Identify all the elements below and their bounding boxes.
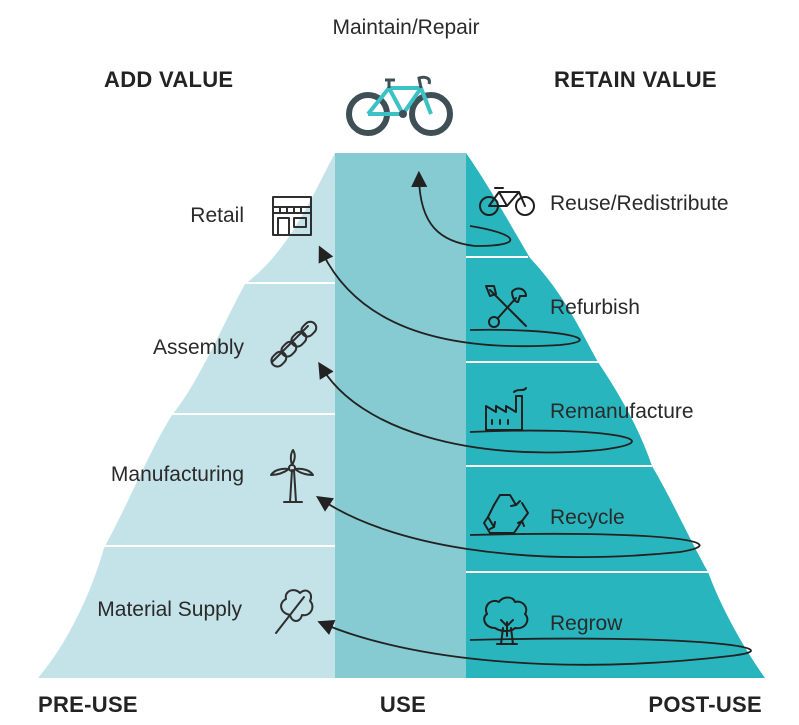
stage-label-remanufacture: Remanufacture <box>550 400 694 423</box>
arrow-refurbish-to-retail <box>318 245 581 348</box>
stage-label-retail: Retail <box>190 204 244 227</box>
storefront-icon <box>272 196 312 236</box>
stage-label-assembly: Assembly <box>153 336 245 359</box>
leaf-icon <box>275 589 314 634</box>
wind-turbine-icon <box>270 449 314 503</box>
arrow-regrow-to-material-supply <box>317 619 752 666</box>
arrow-reuse-to-maintain <box>411 170 512 247</box>
bicycle-icon <box>479 187 535 216</box>
maintain-repair-label: Maintain/Repair <box>332 16 479 39</box>
stage-label-refurbish: Refurbish <box>550 296 640 319</box>
stage-label-material-supply: Material Supply <box>97 598 242 621</box>
use-band <box>335 153 466 678</box>
band-dividers <box>100 256 708 573</box>
arrow-remanufacture-to-assembly <box>318 361 633 454</box>
use-label: USE <box>380 692 426 717</box>
stage-label-reuse-redistribute: Reuse/Redistribute <box>550 192 729 215</box>
flow-arrows <box>315 170 752 666</box>
stage-label-manufacturing: Manufacturing <box>111 463 244 486</box>
add-value-header: ADD VALUE <box>104 67 233 92</box>
tools-icon <box>485 285 527 328</box>
post-use-band <box>466 153 765 678</box>
recycle-icon <box>483 494 529 534</box>
post-use-label: POST-USE <box>648 692 762 717</box>
stage-label-recycle: Recycle <box>550 506 625 529</box>
road-bike-icon <box>346 75 453 136</box>
stage-label-regrow: Regrow <box>550 612 623 635</box>
retain-value-header: RETAIN VALUE <box>554 67 717 92</box>
tree-icon <box>483 596 529 645</box>
bike-chain-icon <box>270 320 318 368</box>
arrow-recycle-to-manufacturing <box>315 496 701 558</box>
factory-icon <box>485 387 527 431</box>
pre-use-label: PRE-USE <box>38 692 138 717</box>
